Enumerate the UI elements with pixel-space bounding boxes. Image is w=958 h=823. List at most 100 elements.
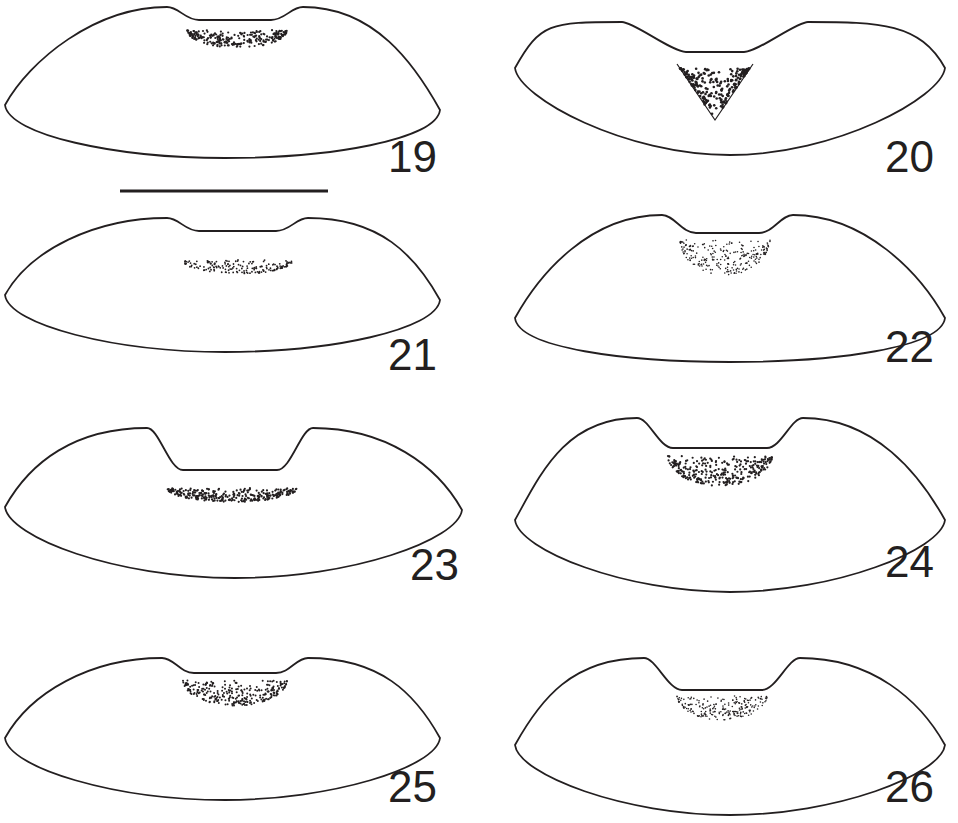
stipple-dot xyxy=(718,93,721,96)
stipple-dot xyxy=(731,473,733,475)
stipple-dot xyxy=(695,84,698,87)
stipple-dot xyxy=(194,267,196,269)
stipple-dot xyxy=(277,34,279,36)
stipple-dot xyxy=(215,699,217,701)
stipple-dot xyxy=(271,29,273,31)
stipple-dot xyxy=(225,42,227,44)
stipple-dot xyxy=(763,252,765,254)
stipple-dot xyxy=(767,245,769,247)
stipple-dot xyxy=(741,272,743,274)
stipple-dot xyxy=(205,269,207,271)
stipple-dot xyxy=(712,475,714,477)
stipple-dot xyxy=(727,710,729,712)
stipple-dot xyxy=(274,269,276,271)
stipple-dot xyxy=(689,249,691,251)
stipple-dot xyxy=(218,266,220,268)
stipple-dot xyxy=(241,699,243,701)
stipple-dot xyxy=(706,88,709,91)
stipple-dot xyxy=(757,241,759,243)
stipple-dot xyxy=(273,692,275,694)
stipple-dot xyxy=(668,455,670,457)
stipple-dot xyxy=(702,703,704,705)
stipple-dot xyxy=(258,689,260,691)
stipple-dot xyxy=(770,459,772,461)
stipple-dot xyxy=(734,715,736,717)
stipple-dot xyxy=(751,250,753,252)
stipple-dot xyxy=(686,71,689,74)
stipple-dot xyxy=(228,698,230,700)
stipple-dot xyxy=(232,43,234,45)
stipple-dot xyxy=(687,710,689,712)
stipple-dot xyxy=(742,715,744,717)
stipple-dot xyxy=(676,470,678,472)
stipple-dot xyxy=(733,712,735,714)
stipple-dot xyxy=(184,263,186,265)
stipple-dot xyxy=(221,498,223,500)
stipple-dot xyxy=(744,255,746,257)
stipple-area xyxy=(676,695,767,720)
stipple-dot xyxy=(684,250,686,252)
stipple-dot xyxy=(745,698,747,700)
stipple-dot xyxy=(276,681,278,683)
stipple-dot xyxy=(273,495,275,497)
stipple-dot xyxy=(227,40,229,42)
stipple-dot xyxy=(195,33,197,35)
stipple-dot xyxy=(233,493,235,495)
stipple-dot xyxy=(244,488,246,490)
stipple-dot xyxy=(207,41,209,43)
stipple-dot xyxy=(766,242,768,244)
sternite-outline xyxy=(515,658,945,815)
stipple-dot xyxy=(680,699,682,701)
stipple-dot xyxy=(739,708,741,710)
stipple-dot xyxy=(240,42,242,44)
stipple-dot xyxy=(195,496,197,498)
stipple-dot xyxy=(712,86,715,89)
stipple-dot xyxy=(726,271,728,273)
stipple-dot xyxy=(756,254,758,256)
stipple-dot xyxy=(700,85,703,88)
stipple-dot xyxy=(692,75,695,78)
stipple-dot xyxy=(705,459,707,461)
stipple-dot xyxy=(675,464,677,466)
stipple-dot xyxy=(763,462,765,464)
stipple-dot xyxy=(771,456,773,458)
stipple-dot xyxy=(723,461,725,463)
stipple-dot xyxy=(196,266,198,268)
stipple-dot xyxy=(242,692,244,694)
stipple-dot xyxy=(247,267,249,269)
stipple-dot xyxy=(263,269,265,271)
stipple-dot xyxy=(212,682,214,684)
stipple-dot xyxy=(764,458,766,460)
stipple-dot xyxy=(286,487,288,489)
stipple-dot xyxy=(215,698,217,700)
stipple-dot xyxy=(689,260,691,262)
stipple-dot xyxy=(745,712,747,714)
stipple-dot xyxy=(235,688,237,690)
stipple-dot xyxy=(751,706,753,708)
stipple-outline xyxy=(677,64,753,120)
stipple-dot xyxy=(697,715,699,717)
stipple-dot xyxy=(231,43,233,45)
stipple-dot xyxy=(667,459,669,461)
stipple-dot xyxy=(193,693,195,695)
stipple-dot xyxy=(734,272,736,274)
stipple-dot xyxy=(221,271,223,273)
stipple-dot xyxy=(225,38,227,40)
stipple-dot xyxy=(295,488,297,490)
stipple-dot xyxy=(212,494,214,496)
stipple-dot xyxy=(692,257,694,259)
stipple-dot xyxy=(228,494,230,496)
stipple-dot xyxy=(685,76,688,79)
stipple-dot xyxy=(728,263,730,265)
stipple-dot xyxy=(698,702,700,704)
stipple-dot xyxy=(684,707,686,709)
stipple-dot xyxy=(702,244,704,246)
stipple-dot xyxy=(741,478,743,480)
stipple-dot xyxy=(256,686,258,688)
sternite-figure xyxy=(5,218,440,352)
stipple-dot xyxy=(187,261,189,263)
stipple-dot xyxy=(243,35,245,37)
stipple-dot xyxy=(763,249,765,251)
stipple-dot xyxy=(678,701,680,703)
